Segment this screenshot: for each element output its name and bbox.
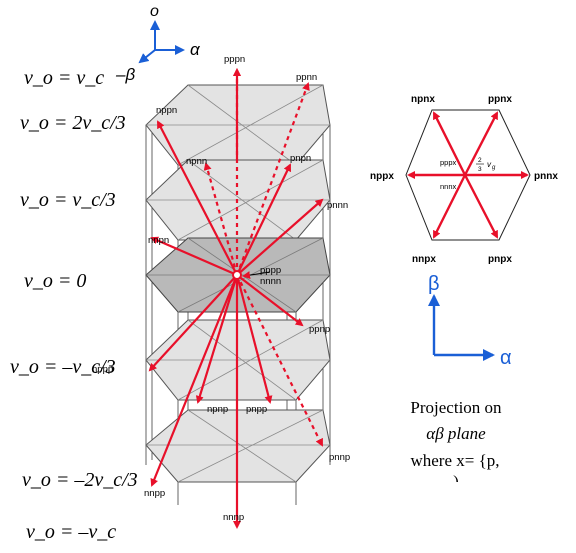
proj-label-nnpx: nnpx [412, 254, 436, 265]
level-label-neg-vc: v_o = –v_c [26, 521, 117, 543]
axis-o-label: o [150, 3, 159, 20]
proj-center-top: pppx [440, 158, 457, 167]
axis2d-beta-label: β [428, 273, 440, 295]
switching-vectors [148, 68, 324, 529]
vector-pnpn [236, 163, 291, 276]
vector-nnpn [150, 236, 238, 277]
svg-text:v: v [487, 160, 492, 169]
vector-npnp [195, 274, 239, 404]
proj-label-pnnx: pnnx [534, 171, 558, 182]
level-label-zero: v_o = 0 [24, 270, 87, 292]
label-npnp: npnp [207, 404, 228, 415]
proj-label-ppnx: ppnx [488, 94, 512, 105]
label-pnnp: pnnp [329, 452, 350, 463]
label-ppnn: ppnn [296, 72, 317, 83]
axis-beta-label: –β [115, 65, 135, 84]
proj-vector-npnx [432, 111, 467, 176]
caption-line-4: ) [453, 472, 459, 482]
svg-text:3: 3 [478, 166, 482, 173]
label-pnnn: pnnn [327, 200, 348, 211]
axes-2d: β α [428, 273, 512, 369]
label-nnnp: nnnp [223, 512, 244, 523]
label-nnnn: nnnn [260, 276, 281, 287]
vector-pnpp [235, 274, 273, 404]
axis-alpha-label: α [190, 40, 201, 59]
axes-3d: o α –β [115, 3, 201, 84]
label-nppp: nppp [92, 364, 113, 375]
label-nppn: nppn [156, 105, 177, 116]
vector-nnpp [150, 274, 239, 487]
vector-npnn [203, 162, 239, 276]
label-ppnp: ppnp [309, 324, 330, 335]
axis2d-alpha-label: α [500, 347, 512, 369]
label-pppn: pppn [224, 54, 245, 65]
proj-vector-ppnx [463, 111, 499, 176]
vector-nppn [157, 120, 238, 276]
proj-label-nppx: nppx [370, 171, 394, 182]
proj-label-npnx: npnx [411, 94, 435, 105]
origin-pointer [242, 271, 271, 280]
level-label-neg-2vc3: v_o = –2v_c/3 [22, 469, 138, 491]
caption-line-3: where x= {p, [410, 451, 500, 470]
origin-marker [232, 270, 242, 280]
label-pnpn: pnpn [290, 153, 311, 164]
level-label-vc: v_o = v_c [24, 67, 105, 89]
proj-center-bottom: nnnx [440, 182, 457, 191]
level-label-neg-vc3: v_o = –v_c/3 [10, 356, 116, 378]
level-label-vc3: v_o = v_c/3 [20, 189, 116, 211]
level-label-2vc3: v_o = 2v_c/3 [20, 112, 126, 134]
vector-ppnp [236, 274, 304, 327]
projection-hexagon: npnx ppnx nppx pnnx nnpx pnpx pppx nnnx … [370, 94, 558, 265]
vector-pnnn [236, 198, 324, 276]
proj-magnitude: 2 3 v g [476, 157, 496, 173]
vector-nppp [148, 274, 238, 372]
label-npnn: npnn [186, 156, 207, 167]
caption-line-1: Projection on [410, 398, 502, 417]
label-nnpn: nnpn [148, 235, 169, 246]
svg-text:g: g [492, 165, 496, 171]
proj-vector-pnpx [463, 174, 499, 239]
label-pppp: pppp [260, 265, 281, 276]
vector-ppnn [235, 82, 310, 276]
label-nnpp: nnpp [144, 488, 165, 499]
proj-vector-nnpx [432, 174, 467, 239]
caption-line-2: αβ plane [426, 424, 486, 443]
svg-text:2: 2 [478, 157, 482, 164]
label-pnpp: pnpp [246, 404, 267, 415]
proj-label-pnpx: pnpx [488, 254, 512, 265]
